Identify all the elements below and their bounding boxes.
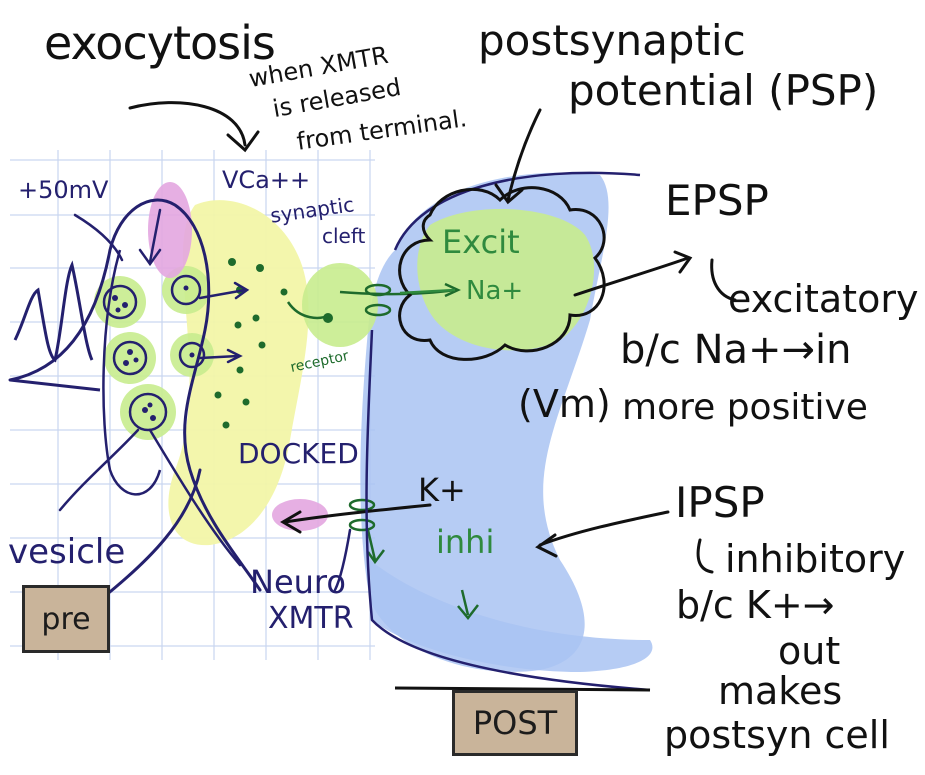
label-epsp: EPSP [665,176,769,225]
potassium-out-arrow [280,503,432,534]
post-label: POST [472,704,558,742]
excit-cloud-outline [398,186,606,361]
label-xmtr: XMTR [268,601,354,636]
label-neuro: Neuro [250,563,346,601]
excit-green-fill [417,208,595,351]
postsynaptic-top-outline [393,171,641,251]
pointer-lines [58,213,352,592]
nat-inward-arrow [399,288,456,295]
pre-label: pre [41,601,91,637]
presynaptic-axon-line [9,378,101,392]
label-postsyn-cell: postsyn cell [664,713,890,757]
presynaptic-inner-arc [102,249,162,496]
postsynaptic-membrane-line [365,329,651,692]
pink-highlight-bottom [272,499,328,531]
label-excit: Excit [442,223,520,261]
label-more-positive: more positive [622,387,868,428]
inhibitory-channel [348,498,479,620]
label-potential-psp: potential (PSP) [568,66,879,115]
vesicle-halo-3 [104,332,156,384]
label-bc-na-in: b/c Na+→in [620,327,852,373]
label-inhi: inhi [436,523,495,561]
post-bottom-fill [370,560,653,672]
label-makes: makes [718,669,843,713]
label-nat: Na+ [466,276,524,306]
pink-highlight-top [148,182,192,278]
receptor-highlight [302,263,378,347]
label-postsynaptic: postsynaptic [478,16,746,65]
label-excitatory: excitatory [728,277,919,321]
release-arrows [138,208,250,364]
label-bc-k-out: b/c K+→ [676,583,835,627]
vesicles [102,274,206,432]
label-docked: DOCKED [238,437,359,470]
label-ipsp: IPSP [675,478,765,527]
annotation-arrows [128,101,737,574]
label-vm: (Vm) [518,382,611,426]
label-exocytosis: exocytosis [44,16,276,70]
label-out: out [778,629,841,673]
label-cleft: cleft [322,224,366,248]
presynaptic-terminal-outline [8,198,262,602]
vesicle-contents [112,285,195,421]
action-potential-trace [13,260,94,363]
post-label-box: POST [452,690,578,756]
label-kplus: K+ [418,471,466,509]
post-underline [394,686,651,692]
label-vesicle: vesicle [8,532,126,572]
label-vca: VCa++ [222,166,311,194]
vesicle-halo-5 [120,384,176,440]
label-inhibitory: inhibitory [725,537,906,581]
pre-label-box: pre [22,585,110,653]
label-plus-50mv: +50mV [18,176,109,204]
